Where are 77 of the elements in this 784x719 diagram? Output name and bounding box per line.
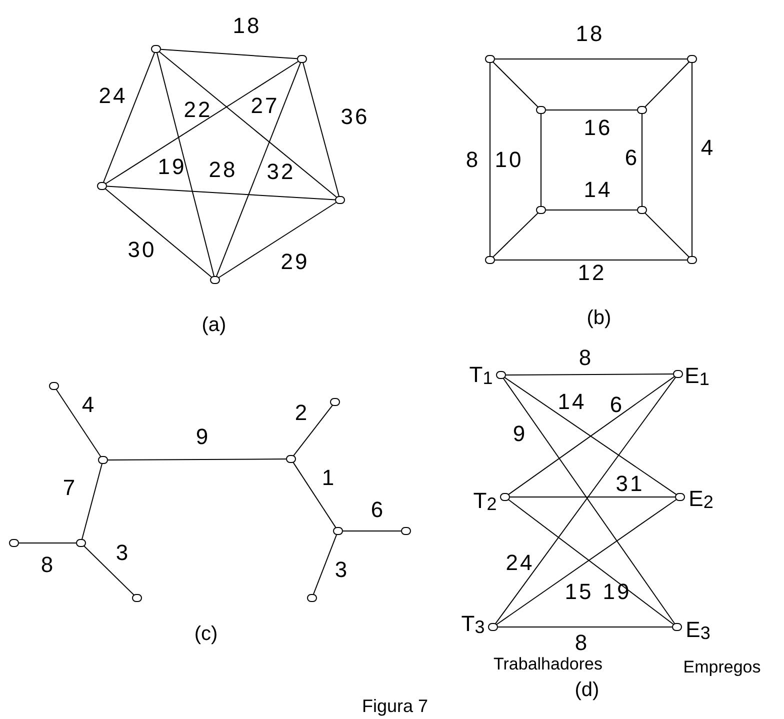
graph-edge <box>644 212 690 258</box>
edge-weight: 8 <box>578 347 594 369</box>
graph-edge <box>159 51 337 198</box>
edge-weight: 12 <box>578 262 606 284</box>
edge-weight: 7 <box>62 477 78 499</box>
edge-weight: 18 <box>232 15 262 37</box>
weight-label: 6 <box>610 394 624 416</box>
weight-label: 19 <box>158 156 186 178</box>
vertex-label: E$_{2}$ <box>688 488 714 510</box>
edge-weight: 4 <box>700 137 716 159</box>
weight-label: 31 <box>616 473 644 495</box>
edge-weight: 6 <box>624 147 640 169</box>
vertex-label: T$_{1}$ <box>469 364 493 386</box>
graph-edge <box>312 534 338 595</box>
edge-weight: 10 <box>494 149 524 171</box>
column-label: Empregos <box>683 658 761 676</box>
weight-label: 14 <box>558 391 586 413</box>
panel-label: (a) <box>202 315 226 335</box>
edge-weight: 14 <box>584 179 612 201</box>
graph-edge <box>342 530 402 532</box>
weight-label: 22 <box>184 99 212 121</box>
graph-edge <box>216 62 301 277</box>
graph-edge <box>18 542 76 544</box>
edge-weight: 9 <box>196 426 210 448</box>
graph-edge <box>292 462 336 528</box>
graph-edge <box>510 496 676 498</box>
graph-edge <box>82 463 102 540</box>
weight-label: 15 <box>564 581 594 603</box>
graph-edge <box>506 374 674 376</box>
graph-edge <box>302 62 340 197</box>
edge-weight: 16 <box>584 117 612 139</box>
vertex-label: T$_{3}$ <box>461 613 485 635</box>
graph-edge <box>293 404 333 456</box>
graph-edge <box>104 188 212 278</box>
graph-edge <box>540 114 542 206</box>
edge-weight: 3 <box>116 542 130 564</box>
vertex-label: T$_{2}$ <box>473 490 497 512</box>
graph-edge <box>106 186 336 200</box>
vertex-label: E$_{3}$ <box>686 619 710 641</box>
graph-edge <box>160 48 298 60</box>
edge-weight: 30 <box>128 239 156 261</box>
weight-label: 9 <box>512 423 528 445</box>
edge-weight: 1 <box>322 467 336 489</box>
edge-weight: 8 <box>40 554 56 576</box>
edge-weight: 8 <box>574 632 590 654</box>
vertex-label: E$_{1}$ <box>684 365 710 387</box>
graph-edge <box>218 202 337 278</box>
weight-label: 32 <box>266 161 296 183</box>
edge-weight: 8 <box>466 149 480 171</box>
graph-edge <box>108 458 286 460</box>
graph-edge <box>105 60 299 184</box>
edge-weight: 36 <box>340 106 370 128</box>
graph-edge <box>494 58 688 60</box>
graph-edge <box>498 626 672 628</box>
graph-edge <box>492 212 538 258</box>
column-label: Trabalhadores <box>494 656 602 672</box>
edge-weight: 18 <box>576 23 604 45</box>
graph-edge <box>84 546 134 596</box>
edge-weight: 6 <box>370 499 386 521</box>
weight-label: 28 <box>208 159 238 181</box>
graph-edge <box>103 52 155 183</box>
graph-edge <box>492 62 538 108</box>
graph-edge <box>156 52 214 277</box>
edge-weight: 4 <box>82 394 96 416</box>
edge-weight: 3 <box>334 559 350 581</box>
edge-weight: 24 <box>98 85 128 107</box>
graph-edge <box>56 389 102 457</box>
panel-label: (b) <box>586 308 612 328</box>
weight-label: 24 <box>506 552 534 574</box>
edge-weight: 29 <box>280 251 310 273</box>
edge-weight: 2 <box>294 402 310 424</box>
weight-label: 19 <box>602 581 632 603</box>
weight-label: 27 <box>250 95 280 117</box>
figure-caption: Figura 7 <box>362 697 428 715</box>
graph-edge <box>644 62 690 108</box>
panel-label: (c) <box>194 624 218 644</box>
panel-label: (d) <box>574 680 600 700</box>
